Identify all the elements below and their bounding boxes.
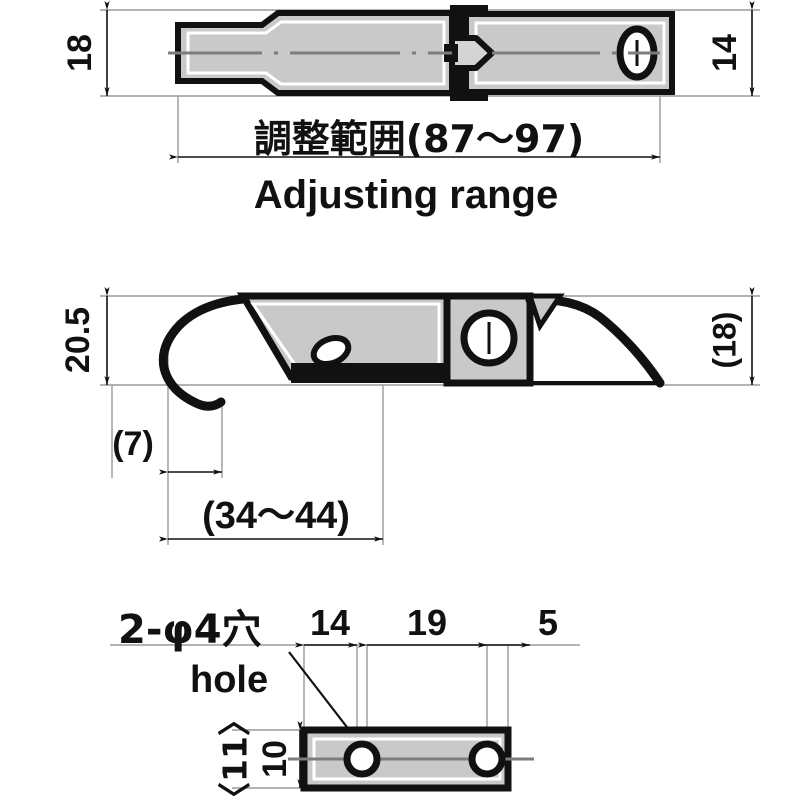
dim-label-plate-width-ref: 〈11〉	[216, 703, 255, 800]
top-view-hook-tongue	[449, 35, 495, 71]
bottom-view: 2-φ4穴 hole 14 19 5 10 〈11〉	[110, 602, 580, 800]
bottom-view-hole-2	[468, 740, 506, 778]
dim-label-adjusting-range-jp: 調整範囲(87～97)	[254, 117, 585, 161]
dim-label-hole-pitch-second: 19	[407, 602, 447, 643]
dim-plate-width: 10 〈11〉	[216, 703, 303, 800]
hole-callout: 2-φ4穴 hole	[118, 607, 371, 758]
dim-label-hook-offset: (7)	[112, 425, 154, 463]
side-view-handle-web	[526, 293, 565, 332]
dim-label-side-body-height: (18)	[706, 312, 742, 369]
side-view-hook-eye	[310, 334, 352, 368]
dim-label-side-overall-height: 20.5	[59, 307, 97, 373]
dim-side-overall-height: 20.5	[59, 287, 110, 385]
dim-hook-offset: (7)	[112, 425, 222, 475]
side-view-hook-wire	[158, 294, 248, 411]
dim-top-right-height: 14	[706, 1, 755, 96]
dim-label-hole-edge: 5	[538, 602, 558, 643]
dim-label-hook-reach: (34～44)	[202, 495, 350, 537]
bottom-view-hole-1	[343, 740, 381, 778]
hole-callout-label-en: hole	[190, 659, 268, 701]
dim-label-adjusting-range-en: Adjusting range	[254, 173, 558, 217]
dim-top-left-height: 18	[61, 1, 110, 96]
top-view: 18 14	[61, 1, 760, 217]
dim-label-hole-pitch-first: 14	[310, 602, 350, 643]
dim-hook-reach: (34～44)	[159, 495, 383, 542]
dim-adjusting-range: 調整範囲(87～97) Adjusting range	[169, 117, 660, 217]
hole-callout-label-jp: 2-φ4穴	[118, 607, 262, 653]
dim-side-body-height: (18)	[706, 287, 755, 385]
dim-label-top-right-height: 14	[706, 34, 744, 72]
side-view: 20.5 (18) (7) (34～44)	[59, 287, 760, 545]
dim-label-top-left-height: 18	[61, 34, 99, 72]
dim-hole-edge: 5	[478, 602, 558, 648]
dim-hole-pitch-first: 14	[295, 602, 357, 648]
top-view-left-bar-highlight	[186, 20, 446, 86]
dim-label-plate-width: 10	[256, 740, 294, 778]
dim-hole-pitch-second: 19	[358, 602, 487, 648]
